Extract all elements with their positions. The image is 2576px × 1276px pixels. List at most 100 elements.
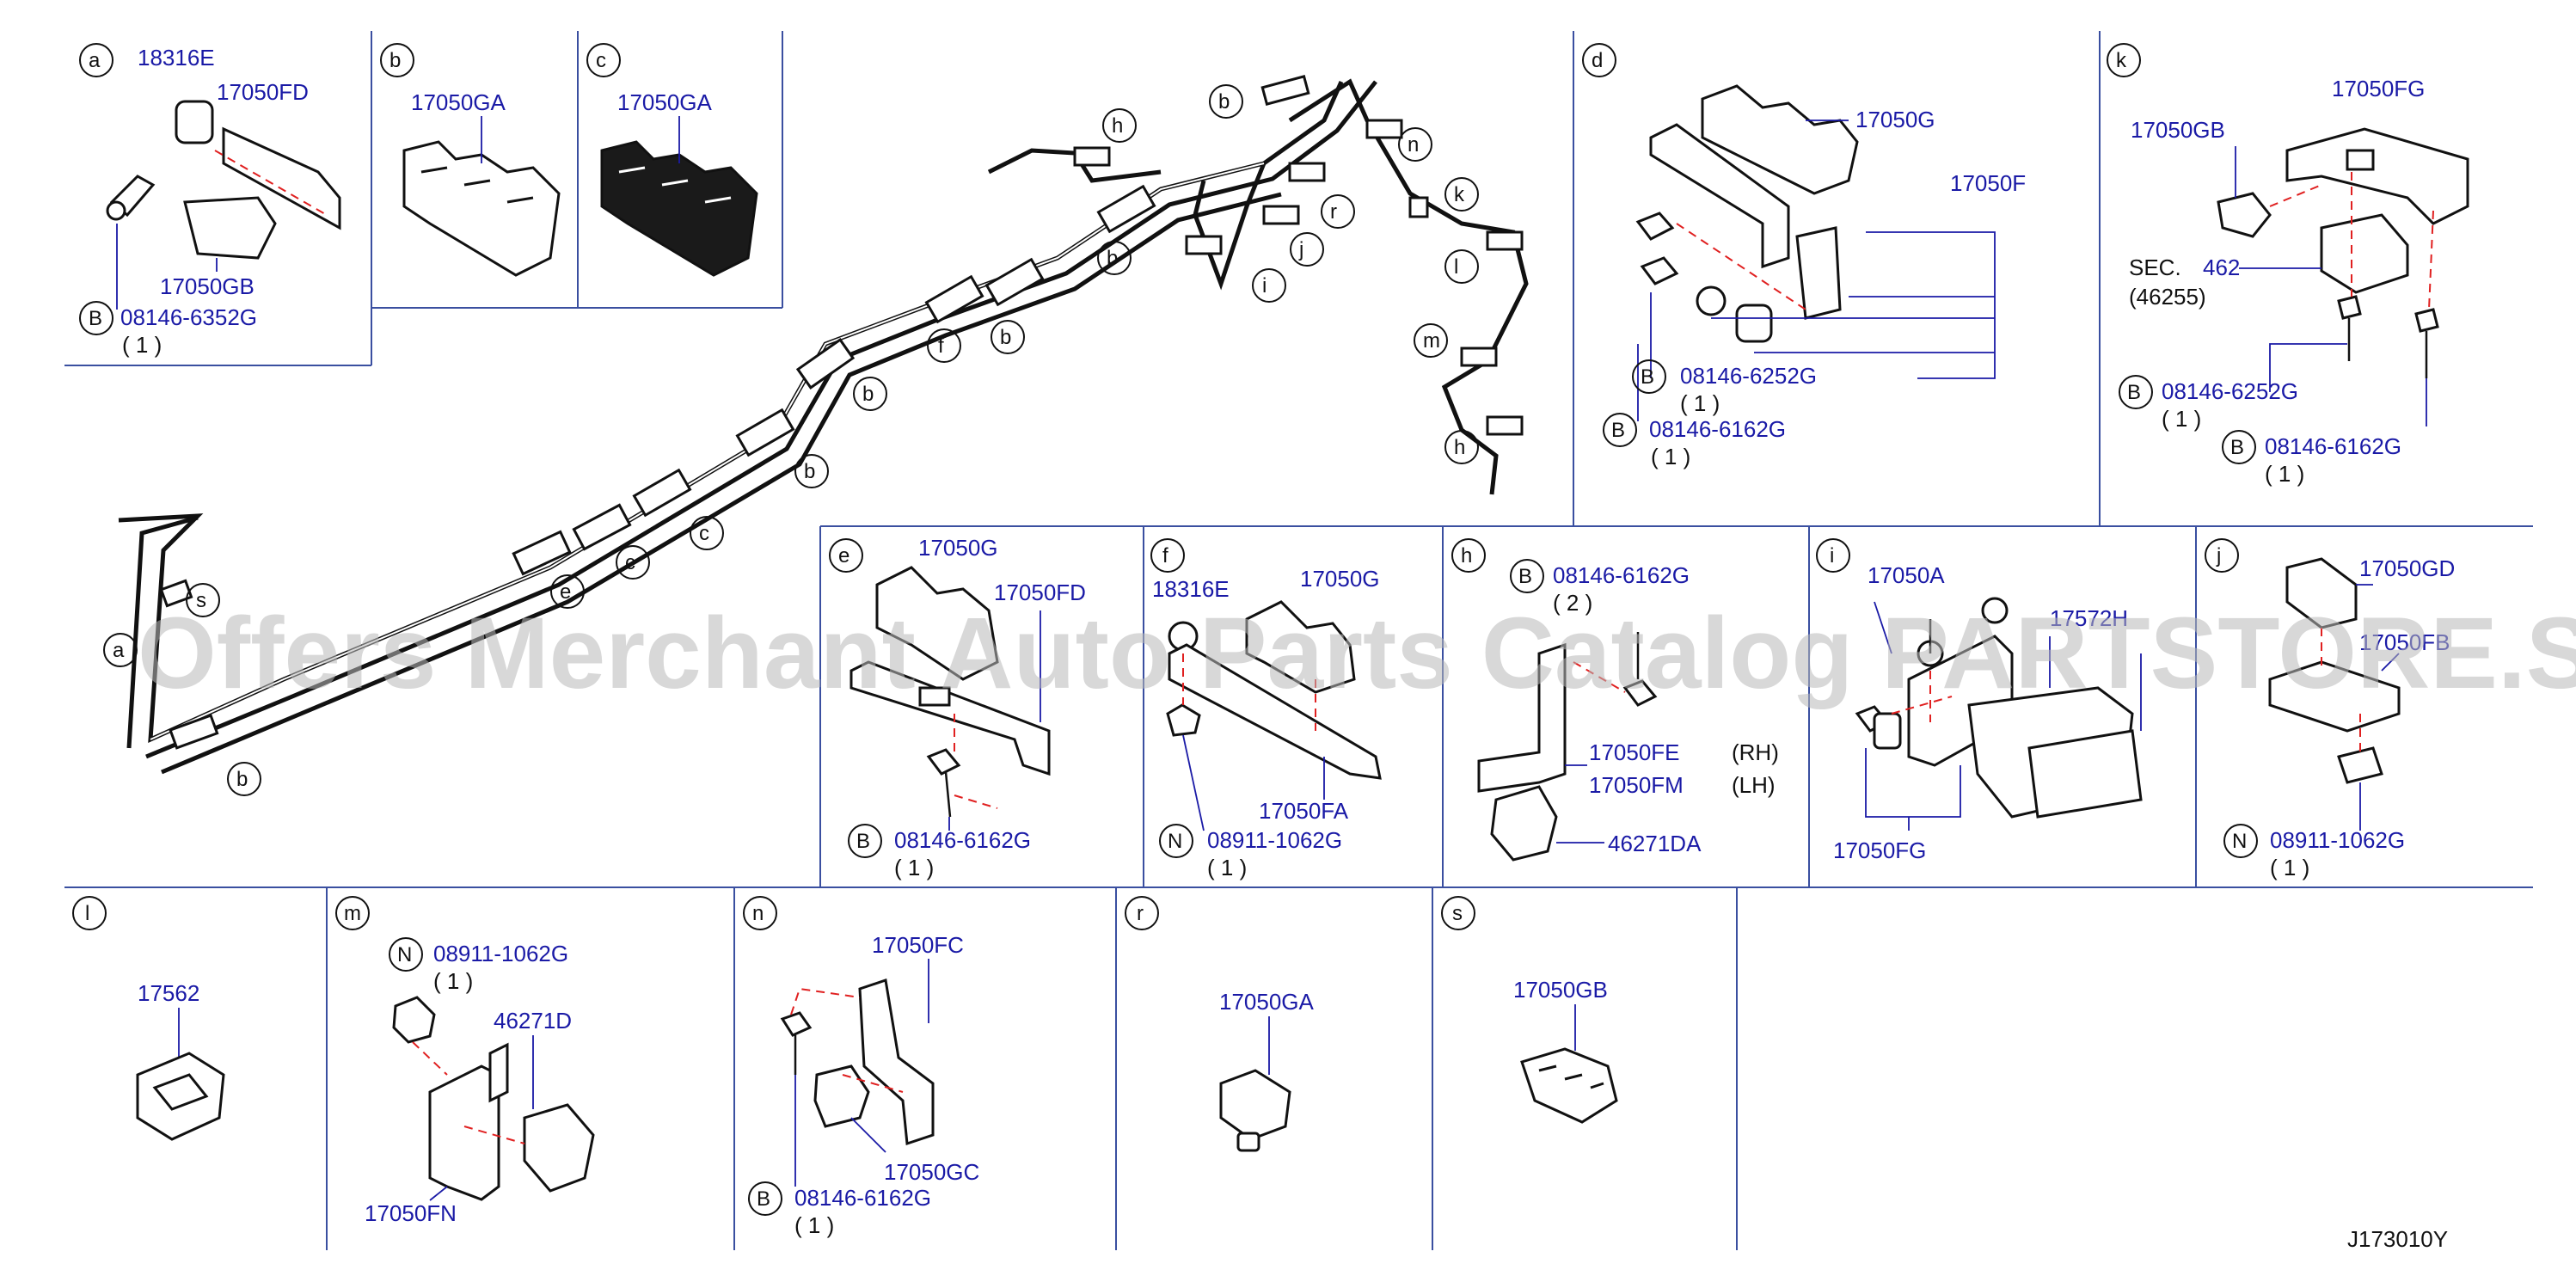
part-17050G-e: 17050G: [918, 535, 998, 561]
panel-s: s 17050GB: [1441, 896, 1618, 1124]
part-17050GB-s: 17050GB: [1513, 977, 1608, 1003]
callout-main-c2: c: [616, 545, 650, 580]
svg-text:b: b: [1000, 326, 1011, 349]
svg-text:h: h: [1112, 114, 1123, 138]
callout-N-j: N: [2232, 830, 2247, 853]
callout-s: s: [1452, 902, 1463, 925]
svg-text:c: c: [625, 551, 635, 574]
part-17050GA-r: 17050GA: [1219, 989, 1315, 1015]
panel-f: f 18316E 17050G 17050FA N 08911-1062G ( …: [1150, 538, 1382, 880]
callout-r: r: [1137, 902, 1144, 925]
callout-h: h: [1461, 544, 1472, 567]
callout-j: j: [2216, 544, 2221, 567]
panel-borders: [64, 31, 2533, 1250]
callout-main-k: k: [1444, 177, 1479, 212]
nut-08911-1062G-j: 08911-1062G: [2270, 827, 2405, 853]
part-17050G-f: 17050G: [1300, 566, 1380, 592]
panel-i: i 17050A 17572H 17050FG: [1816, 538, 2143, 863]
callout-N-m: N: [397, 943, 412, 966]
callout-main-b1: b: [1209, 84, 1243, 119]
svg-text:n: n: [1408, 133, 1419, 156]
callout-B-d2: B: [1611, 419, 1625, 442]
callout-main-e: e: [550, 574, 585, 609]
panel-m: m N 08911-1062G ( 1 ) 46271D 17050FN: [335, 896, 595, 1226]
callout-a: a: [89, 49, 101, 72]
panel-j: j 17050GD 17050FB N 08911-1062G ( 1 ): [2205, 538, 2455, 880]
svg-text:j: j: [1298, 238, 1303, 261]
sec-ref-k: (46255): [2129, 284, 2206, 310]
callout-main-h1: h: [1102, 108, 1137, 143]
callout-B-n: B: [757, 1187, 770, 1211]
callout-main-c1: c: [690, 516, 724, 550]
svg-text:l: l: [1454, 255, 1458, 279]
part-18316E: 18316E: [138, 45, 215, 71]
callout-N-f: N: [1168, 830, 1182, 853]
callout-c: c: [596, 49, 606, 72]
rh-label-h: (RH): [1732, 739, 1779, 765]
fuel-tube-assembly: [118, 75, 1529, 775]
callout-f: f: [1162, 544, 1168, 567]
diagram-code: J173010Y: [2347, 1226, 2448, 1252]
callout-main-b5: b: [794, 454, 829, 488]
bolt-08146-6352G: 08146-6352G: [120, 304, 257, 330]
part-17050GB-k: 17050GB: [2131, 117, 2225, 143]
svg-text:b: b: [1218, 90, 1230, 113]
part-46271D-m: 46271D: [494, 1008, 572, 1034]
panel-b: b 17050GA: [380, 43, 561, 277]
nut-08911-1062G-f: 08911-1062G: [1207, 827, 1342, 853]
part-17050GB: 17050GB: [160, 273, 255, 299]
qty-h: ( 2 ): [1553, 590, 1592, 616]
nut-08911-1062G-m: 08911-1062G: [433, 941, 568, 966]
svg-text:b: b: [804, 460, 815, 483]
callout-main-b3: b: [991, 320, 1025, 354]
svg-text:s: s: [196, 589, 206, 612]
svg-text:b: b: [236, 768, 248, 791]
qty-n: ( 1 ): [794, 1212, 834, 1238]
part-17050GA-c: 17050GA: [617, 89, 713, 115]
callout-d: d: [1592, 49, 1603, 72]
bolt-08146-6162G-d: 08146-6162G: [1649, 416, 1786, 442]
svg-text:h: h: [1454, 436, 1465, 459]
callout-main-b2: b: [1097, 241, 1132, 275]
qty-d1: ( 1 ): [1680, 390, 1720, 416]
part-17050G-d: 17050G: [1855, 107, 1935, 132]
svg-text:c: c: [699, 522, 709, 545]
part-17050FE-h: 17050FE: [1589, 739, 1680, 765]
callout-main-f: f: [927, 328, 961, 363]
callout-i: i: [1830, 544, 1834, 567]
callout-B-h: B: [1518, 565, 1532, 588]
svg-text:i: i: [1262, 274, 1267, 298]
qty-a: ( 1 ): [122, 332, 162, 358]
part-17050FB-j: 17050FB: [2359, 629, 2450, 655]
svg-text:f: f: [938, 334, 944, 358]
panel-r: r 17050GA: [1125, 896, 1315, 1152]
callout-main-j: j: [1290, 232, 1324, 267]
callout-main-h2: h: [1444, 430, 1479, 464]
part-17050FG-i: 17050FG: [1833, 837, 1926, 863]
part-17050GC-n: 17050GC: [884, 1159, 979, 1185]
qty-m: ( 1 ): [433, 968, 473, 994]
callout-main-l: l: [1444, 249, 1479, 284]
part-17572H-i: 17572H: [2050, 605, 2128, 631]
part-17050GA-b: 17050GA: [411, 89, 506, 115]
bolt-08146-6162G-k: 08146-6162G: [2265, 433, 2401, 459]
qty-f: ( 1 ): [1207, 855, 1247, 880]
callout-B-d1: B: [1641, 365, 1654, 389]
svg-text:k: k: [1454, 183, 1465, 206]
callout-main-n: n: [1398, 127, 1432, 162]
watermark: Offers Merchant Auto Parts Catalog PARTS…: [138, 597, 2576, 710]
bolt-08146-6252G-d: 08146-6252G: [1680, 363, 1817, 389]
panel-d: d 17050G 17050F B 08146-6252G ( 1 ) B 08…: [1582, 43, 2026, 469]
part-17050FD-e: 17050FD: [994, 580, 1086, 605]
part-17050FA-f: 17050FA: [1259, 798, 1349, 824]
part-17050FM-h: 17050FM: [1589, 772, 1684, 798]
callout-l: l: [85, 902, 89, 925]
part-18316E-f: 18316E: [1152, 576, 1230, 602]
part-17050GD-j: 17050GD: [2359, 555, 2455, 581]
qty-d2: ( 1 ): [1651, 444, 1690, 469]
bolt-08146-6162G-e: 08146-6162G: [894, 827, 1031, 853]
part-17050F-d: 17050F: [1950, 170, 2026, 196]
qty-e: ( 1 ): [894, 855, 934, 880]
svg-text:r: r: [1330, 200, 1337, 224]
callout-B-e: B: [856, 830, 870, 853]
